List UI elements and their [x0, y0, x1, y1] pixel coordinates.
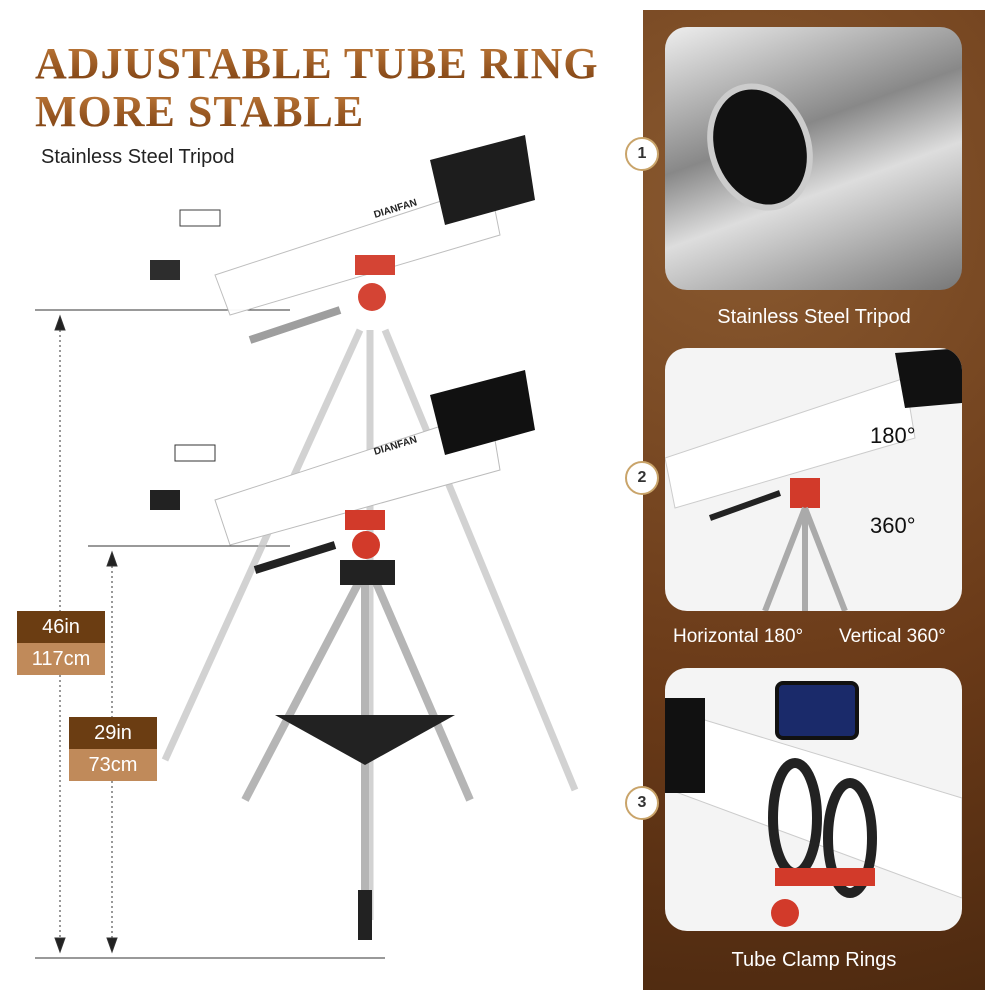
tall-tripod — [161, 328, 579, 920]
height-label-max: 46in 117cm — [17, 611, 105, 675]
feature-panel: 1 Stainless Steel Tripod 180° 360° 2 Hor… — [625, 10, 985, 990]
angle-180: 180° — [870, 423, 916, 448]
feature-caption-2-right: Vertical 360° — [839, 626, 946, 647]
feature-photo-rotation: 180° 360° — [665, 348, 962, 611]
feature-number-3: 3 — [625, 786, 659, 820]
height-max-cm: 117cm — [17, 643, 105, 675]
angle-360: 360° — [870, 513, 916, 538]
short-telescope — [150, 370, 535, 585]
feature-caption-3: Tube Clamp Rings — [731, 949, 897, 971]
feature-number-1: 1 — [625, 137, 659, 171]
height-label-min: 29in 73cm — [69, 717, 157, 781]
tripod-leg-tip — [358, 890, 372, 940]
feature-photo-tripod-tube — [665, 27, 962, 290]
subtitle: Stainless Steel Tripod — [41, 146, 235, 168]
height-max-inches: 46in — [17, 611, 105, 643]
tall-telescope — [150, 135, 535, 344]
feature-caption-1: Stainless Steel Tripod — [717, 306, 911, 328]
feature-number-2: 2 — [625, 461, 659, 495]
feature-caption-2-left: Horizontal 180° — [673, 626, 804, 647]
height-min-inches: 29in — [69, 717, 157, 749]
accessory-tray — [275, 715, 455, 765]
feature-photo-clamp-rings — [665, 668, 962, 931]
height-min-cm: 73cm — [69, 749, 157, 781]
telescope-illustration: DIANFAN DIANFAN — [35, 135, 579, 959]
headline-line2: MORE STABLE — [35, 87, 365, 136]
headline-line1: ADJUSTABLE TUBE RING — [35, 39, 599, 88]
